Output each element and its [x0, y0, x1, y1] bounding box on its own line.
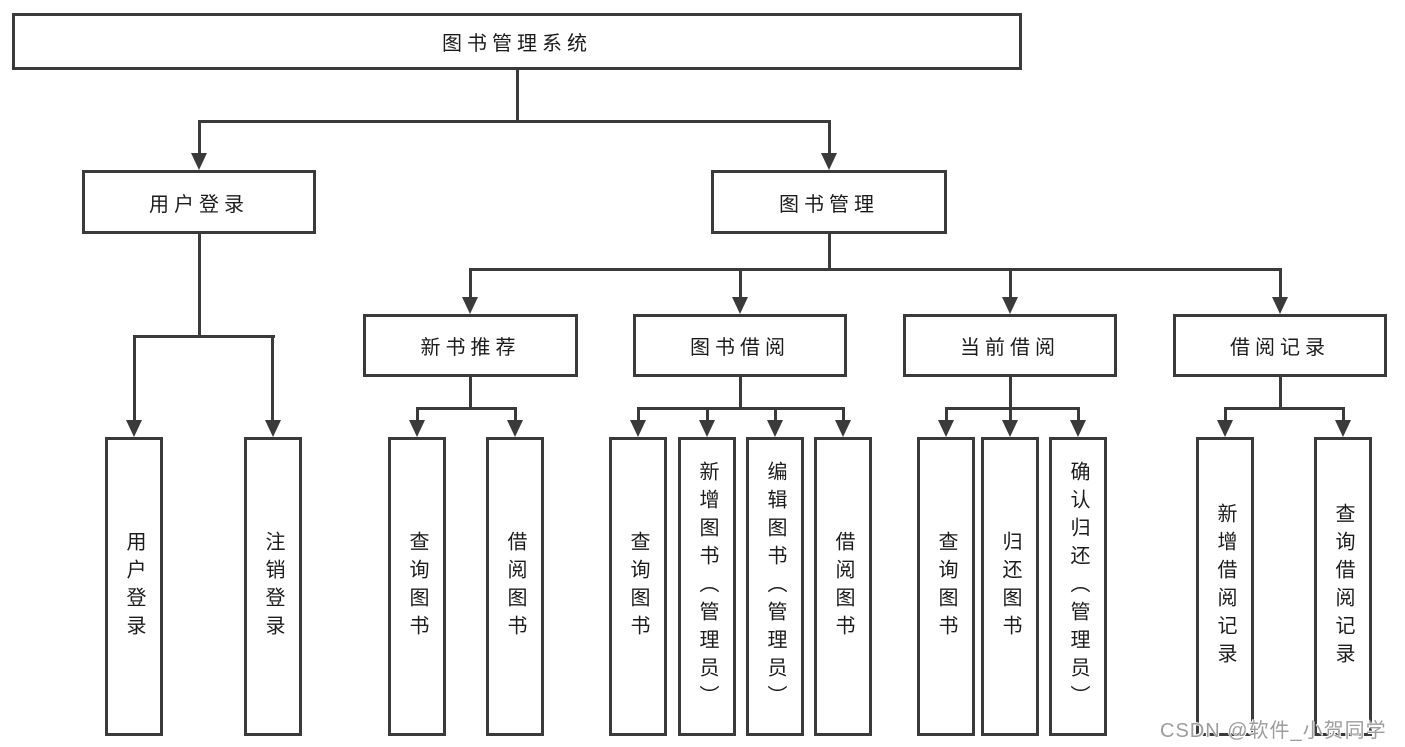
arrow-down-icon — [265, 420, 281, 437]
connector-hline — [133, 335, 275, 338]
arrow-down-icon — [732, 297, 748, 314]
connector-hline — [945, 407, 1080, 410]
connector-vline — [828, 234, 831, 271]
node-book-management: 图书管理 — [711, 170, 947, 234]
connector-vline — [133, 335, 136, 425]
connector-vline — [706, 407, 709, 425]
arrow-down-icon — [409, 420, 425, 437]
arrow-down-icon — [767, 420, 783, 437]
leaf-confirm-return-admin: 确认归还（管理员） — [1049, 437, 1107, 736]
leaf-query-books-borrowing: 查询图书 — [609, 437, 667, 736]
connector-vline — [739, 377, 742, 410]
arrow-down-icon — [191, 153, 207, 170]
connector-vline — [469, 377, 472, 410]
node-borrowing-records: 借阅记录 — [1173, 314, 1387, 377]
arrow-down-icon — [126, 420, 142, 437]
connector-hline — [198, 120, 831, 123]
leaf-query-borrow-record: 查询借阅记录 — [1314, 437, 1372, 736]
arrow-down-icon — [462, 297, 478, 314]
arrow-down-icon — [1070, 420, 1086, 437]
arrow-down-icon — [1217, 420, 1233, 437]
connector-hline — [637, 407, 845, 410]
connector-vline — [416, 407, 419, 425]
connector-vline — [1009, 377, 1012, 410]
connector-vline — [514, 407, 517, 425]
node-user-login: 用户登录 — [82, 170, 316, 234]
arrow-down-icon — [821, 153, 837, 170]
connector-hline — [416, 407, 517, 410]
connector-vline — [1279, 268, 1282, 302]
arrow-down-icon — [630, 420, 646, 437]
connector-vline — [271, 335, 274, 425]
leaf-query-books-current: 查询图书 — [917, 437, 975, 736]
connector-vline — [1077, 407, 1080, 425]
node-new-book-recommendation: 新书推荐 — [363, 314, 578, 377]
arrow-down-icon — [1272, 297, 1288, 314]
connector-vline — [1279, 377, 1282, 410]
leaf-query-books-recommend: 查询图书 — [388, 437, 446, 736]
leaf-user-login: 用户登录 — [105, 437, 163, 736]
connector-vline — [516, 70, 519, 123]
connector-vline — [1009, 268, 1012, 302]
connector-hline — [1224, 407, 1345, 410]
arrow-down-icon — [1002, 420, 1018, 437]
arrow-down-icon — [1335, 420, 1351, 437]
connector-vline — [198, 234, 201, 338]
node-root-book-management-system: 图书管理系统 — [12, 13, 1022, 70]
arrow-down-icon — [507, 420, 523, 437]
connector-vline — [469, 268, 472, 302]
leaf-add-borrow-record: 新增借阅记录 — [1196, 437, 1254, 736]
connector-vline — [828, 120, 831, 158]
connector-hline — [469, 268, 1282, 271]
arrow-down-icon — [699, 420, 715, 437]
connector-vline — [198, 120, 201, 158]
connector-vline — [774, 407, 777, 425]
arrow-down-icon — [835, 420, 851, 437]
node-current-borrowing: 当前借阅 — [903, 314, 1117, 377]
node-book-borrowing: 图书借阅 — [633, 314, 847, 377]
arrow-down-icon — [938, 420, 954, 437]
connector-vline — [945, 407, 948, 425]
leaf-borrow-books-recommend: 借阅图书 — [486, 437, 544, 736]
leaf-edit-books-admin: 编辑图书（管理员） — [746, 437, 804, 736]
connector-vline — [842, 407, 845, 425]
leaf-logout-login: 注销登录 — [244, 437, 302, 736]
connector-vline — [1342, 407, 1345, 425]
arrow-down-icon — [1002, 297, 1018, 314]
leaf-add-books-admin: 新增图书（管理员） — [678, 437, 736, 736]
leaf-borrow-books-borrowing: 借阅图书 — [814, 437, 872, 736]
connector-vline — [1009, 407, 1012, 425]
connector-vline — [1224, 407, 1227, 425]
connector-vline — [739, 268, 742, 302]
csdn-watermark: CSDN @软件_小贺同学 — [1160, 720, 1387, 742]
leaf-return-books: 归还图书 — [981, 437, 1039, 736]
connector-vline — [637, 407, 640, 425]
